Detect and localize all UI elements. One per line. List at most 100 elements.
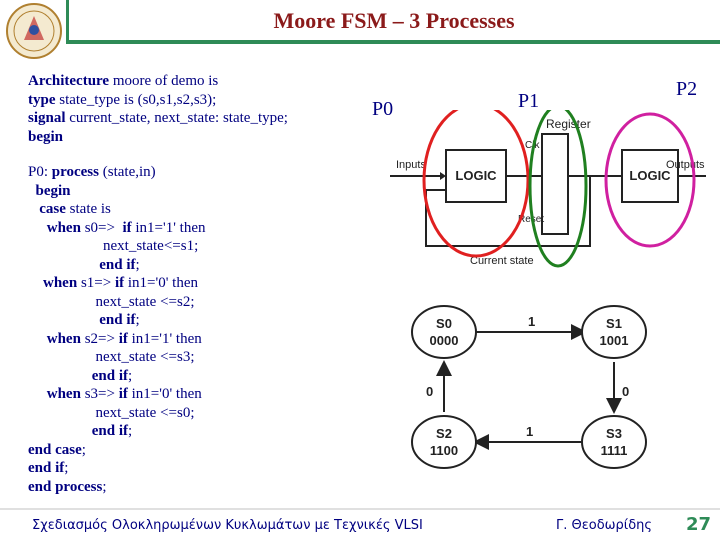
process-code-line: when s0=> if in1='1' then: [28, 219, 206, 238]
architecture-code-line: Architecture moore of demo is: [28, 72, 288, 91]
edge-s2-s3-label: 1: [526, 424, 533, 439]
code-text: (state,in): [99, 164, 156, 180]
code-text: state_type is (s0,s1,s2,s3);: [55, 91, 217, 108]
state-s1-name: S1: [606, 316, 622, 331]
code-text: moore of demo is: [109, 73, 219, 89]
code-keyword: when: [46, 219, 81, 236]
code-text: in1='1' then: [131, 219, 206, 236]
register-box: [541, 133, 569, 235]
process-code-line: next_state <=s2;: [28, 293, 205, 312]
fsm-block-diagram: Inputs LOGIC Register Clk Reset LOGIC Ou…: [390, 110, 706, 268]
code-keyword: end if: [91, 423, 129, 439]
state-s1-code: 1001: [600, 333, 629, 348]
state-s3: S2 1100: [411, 415, 477, 469]
code-text: in1='1' then: [127, 330, 202, 347]
process-code-line: when s1=> if in1='0' then: [28, 274, 205, 293]
code-text: in1='0' then: [124, 275, 198, 291]
register-label: Register: [546, 117, 591, 131]
top-frame-line: [68, 40, 720, 44]
p1-circle: [528, 110, 588, 268]
code-keyword: end process: [28, 478, 103, 495]
process-code-line: when s2=> if in1='1' then: [28, 330, 205, 349]
code-text: ;: [81, 441, 86, 458]
logic2-box: [621, 149, 679, 203]
code-keyword: end case: [28, 441, 82, 458]
process-code-line: next_state<=s1;: [28, 237, 205, 256]
process-code-line: next_state <=s0;: [28, 404, 205, 423]
state-s1: S1 1001: [581, 305, 647, 359]
code-keyword: end if: [28, 460, 65, 476]
process-code-line: end if;: [28, 311, 205, 330]
code-keyword: if: [114, 275, 125, 291]
p0-label: P0: [372, 98, 394, 120]
state-s2-code: 1111: [601, 443, 628, 458]
code-keyword: begin: [35, 182, 71, 199]
current-state-label: Current state: [470, 255, 534, 267]
process-code-line: end process;: [28, 478, 205, 497]
state-s2: S3 1111: [581, 415, 647, 469]
process-code-line: end if;: [28, 367, 205, 386]
code-text: next_state <=s2;: [95, 293, 195, 310]
footer-course-title: Σχεδιασμός Ολοκληρωμένων Κυκλωμάτων με Τ…: [32, 518, 423, 533]
inputs-label: Inputs: [396, 159, 426, 171]
code-keyword: end if: [99, 256, 136, 273]
logic1-label: LOGIC: [455, 168, 497, 183]
process-code-line: begin: [28, 182, 205, 201]
code-keyword: Architecture: [28, 73, 110, 89]
edge-s1-s2-label: 0: [622, 384, 629, 399]
code-keyword: if: [118, 330, 128, 347]
architecture-code-line: type state_type is (s0,s1,s2,s3);: [28, 91, 288, 110]
footer-author: Γ. Θεοδωρίδης: [556, 518, 653, 533]
code-keyword: if: [122, 219, 132, 236]
code-keyword: when: [46, 386, 81, 402]
code-keyword: begin: [28, 128, 64, 145]
code-keyword: process: [51, 164, 99, 180]
code-text: next_state <=s3;: [95, 349, 195, 365]
code-keyword: end if: [99, 312, 136, 328]
p2-label: P2: [676, 78, 698, 100]
code-keyword: when: [43, 275, 78, 291]
code-text: ;: [102, 478, 107, 495]
code-text: next_state<=s1;: [103, 238, 199, 254]
p1-label: P1: [518, 90, 540, 112]
code-text: current_state, next_state: state_type;: [65, 110, 288, 126]
code-text: s1=>: [77, 275, 115, 291]
edge-s3-s0-label: 0: [426, 384, 433, 399]
left-frame-line: [66, 0, 69, 44]
code-text: s2=>: [80, 330, 119, 347]
p2-circle: [604, 112, 696, 248]
code-text: ;: [128, 423, 133, 439]
state-s0: S0 0000: [411, 305, 477, 359]
process-code-line: end case;: [28, 441, 205, 460]
p0-circle: [422, 110, 530, 258]
process-code-line: P0: process (state,in): [28, 163, 205, 182]
process-code-line: next_state <=s3;: [28, 348, 205, 367]
code-text: ;: [135, 312, 140, 328]
code-text: ;: [64, 460, 69, 476]
logic2-label: LOGIC: [629, 168, 671, 183]
code-text: ;: [135, 256, 140, 273]
architecture-code-line: signal current_state, next_state: state_…: [28, 109, 288, 128]
edge-s0-s1-label: 1: [528, 314, 535, 329]
page-number: 27: [686, 514, 712, 535]
process-code-line: case state is: [28, 200, 205, 219]
state-s3-code: 1100: [430, 443, 458, 458]
current-state-feedback-wire: [425, 176, 591, 247]
architecture-code-line: begin: [28, 128, 288, 147]
process-code-line: end if;: [28, 459, 205, 478]
code-text: P0:: [28, 164, 52, 180]
state-s0-name: S0: [436, 316, 452, 331]
code-text: s0=>: [80, 219, 123, 236]
code-keyword: type: [28, 91, 56, 108]
code-keyword: signal: [28, 110, 66, 126]
footer-divider: [0, 508, 720, 510]
state-s0-code: 0000: [430, 333, 459, 348]
state-s2-name: S3: [606, 426, 622, 441]
code-text: next_state <=s0;: [95, 404, 195, 421]
code-text: ;: [128, 367, 133, 384]
code-text: s3=>: [80, 386, 119, 402]
code-keyword: when: [46, 330, 81, 347]
process-code-line: end if;: [28, 256, 205, 275]
state-s3-name: S2: [436, 426, 452, 441]
